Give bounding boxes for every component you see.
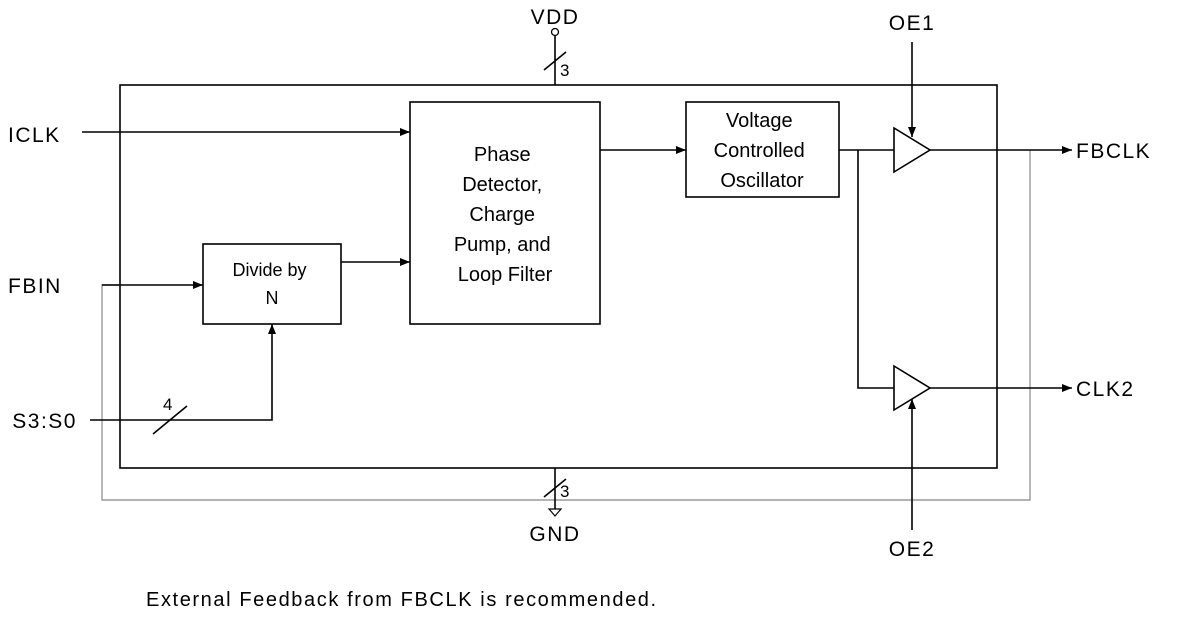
iclk-pin-label: ICLK [8, 124, 61, 147]
chip-outline [119, 84, 998, 469]
vdd-bus-slash [543, 51, 567, 71]
clk2-pin-label: CLK2 [1076, 378, 1135, 401]
vdd-terminal [550, 27, 560, 37]
oe2-pin-label: OE2 [889, 538, 936, 561]
fbin-pin-label: FBIN [8, 275, 62, 298]
phase-detector-label: Phase Detector, Charge Pump, and Loop Fi… [454, 144, 556, 286]
fbclk-pin-label: FBCLK [1076, 140, 1151, 163]
gnd-pin-label: GND [529, 523, 580, 546]
vco-branch-wire [857, 150, 894, 389]
gnd-bus-width: 3 [560, 482, 569, 501]
divide-by-n-label: Divide by N [232, 260, 311, 308]
feedback-note: External Feedback from FBCLK is recommen… [146, 589, 658, 611]
vdd-pin-label: VDD [531, 6, 580, 29]
oe1-pin-label: OE1 [889, 12, 936, 35]
vdd-bus-width: 3 [560, 61, 569, 80]
select-bus-wire [90, 324, 276, 421]
gnd-bus-slash [543, 478, 567, 498]
select-bus-slash [152, 405, 188, 435]
select-pin-label: S3:S0 [12, 410, 77, 433]
phase-detector-block [409, 101, 601, 325]
fbclk-buffer [893, 126, 932, 174]
vco-label: Voltage Controlled Oscillator [714, 110, 811, 192]
gnd-terminal [547, 508, 563, 517]
divide-by-n-block [202, 243, 342, 325]
select-bus-width: 4 [163, 395, 172, 414]
